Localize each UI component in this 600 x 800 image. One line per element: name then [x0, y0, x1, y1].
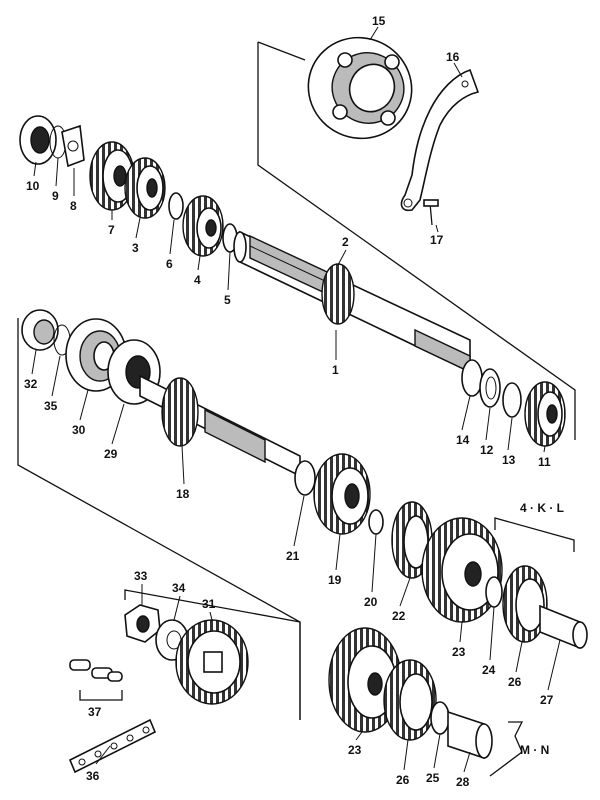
- callout-33: 33: [134, 569, 148, 583]
- part-17-screw: [423, 199, 439, 226]
- callout-30: 30: [72, 423, 86, 437]
- variant-bracket-bottom: [489, 721, 524, 777]
- part-6-washer: [168, 192, 184, 220]
- part-10-bearing: [19, 115, 57, 165]
- callout-28: 28: [456, 775, 470, 789]
- callout-26-top: 26: [508, 675, 522, 689]
- variant-label-bottom: M · N: [520, 743, 549, 757]
- callout-19: 19: [328, 573, 342, 587]
- part-21-washer: [294, 460, 316, 496]
- part-13-washer: [502, 382, 522, 418]
- callout-8: 8: [70, 199, 77, 213]
- callout-11: 11: [538, 455, 551, 469]
- callout-26-bottom: 26: [396, 773, 410, 787]
- callout-34: 34: [172, 581, 186, 595]
- callout-4: 4: [194, 273, 201, 287]
- part-18-driveshaft: [139, 374, 301, 478]
- part-26a-gear: [502, 565, 548, 643]
- callout-13: 13: [502, 453, 516, 467]
- callout-1: 1: [332, 363, 339, 377]
- callout-2: 2: [342, 235, 349, 249]
- variant-bracket-top: [494, 517, 575, 552]
- part-15-ball-bearing: [307, 36, 413, 140]
- part-28-bushing: [447, 710, 493, 760]
- callout-27: 27: [540, 693, 554, 707]
- callout-24: 24: [482, 663, 496, 677]
- callout-31: 31: [202, 597, 216, 611]
- part-27-bushing: [539, 604, 588, 650]
- callout-15: 15: [372, 14, 386, 28]
- part-14-washer: [461, 359, 483, 397]
- callout-25: 25: [426, 771, 440, 785]
- callout-12: 12: [480, 443, 494, 457]
- part-22-gear: [391, 501, 433, 579]
- part-2-countershaft: [233, 230, 471, 374]
- part-31-sprocket: [175, 619, 249, 705]
- part-32-oil-seal: [21, 309, 59, 351]
- callout-20: 20: [364, 595, 378, 609]
- part-11-gear: [524, 381, 566, 447]
- part-25-washer: [430, 701, 450, 735]
- callout-10: 10: [26, 179, 40, 193]
- driveshaft-group-bracket: [17, 318, 301, 720]
- callout-7: 7: [108, 223, 115, 237]
- callout-23-bottom: 23: [348, 743, 362, 757]
- part-36-drive-chain: [68, 718, 157, 774]
- part-12-circlip: [479, 368, 501, 408]
- part-4-gear: [182, 195, 224, 257]
- callout-6: 6: [166, 257, 173, 271]
- callout-3: 3: [132, 241, 139, 255]
- callout-29: 29: [104, 447, 118, 461]
- part-16-gear-stopper: [400, 68, 480, 212]
- callout-23-top: 23: [452, 645, 466, 659]
- callout-16: 16: [446, 50, 460, 64]
- part-29-bearing: [107, 339, 161, 405]
- callout-37: 37: [88, 705, 102, 719]
- callout-9: 9: [52, 189, 59, 203]
- callout-22: 22: [392, 609, 406, 623]
- callout-labels: 15 16 17 10 9 8 7 3 6 4 5 2 1 14 12 13 1…: [24, 14, 554, 789]
- callout-5: 5: [224, 293, 231, 307]
- bearing-group-bracket: [257, 41, 576, 440]
- callout-17: 17: [430, 233, 444, 247]
- callout-36: 36: [86, 769, 100, 783]
- callout-21: 21: [286, 549, 300, 563]
- variant-label-top: 4 · K · L: [520, 501, 564, 515]
- part-37-chain-joint: [69, 659, 123, 701]
- part-3-gear: [124, 157, 166, 219]
- part-23a-gear: [421, 517, 503, 623]
- callout-14: 14: [456, 433, 470, 447]
- sprocket-group-bracket: [124, 589, 301, 623]
- callout-32: 32: [24, 377, 38, 391]
- part-26b-gear: [383, 659, 437, 741]
- callout-18: 18: [176, 487, 190, 501]
- callout-35: 35: [44, 399, 58, 413]
- part-24-washer: [485, 576, 503, 608]
- part-8-plate: [61, 124, 85, 168]
- leader-lines: [31, 26, 561, 773]
- part-20-washer: [368, 509, 384, 535]
- part-33-nut: [124, 604, 161, 643]
- part-19-gear: [313, 453, 371, 535]
